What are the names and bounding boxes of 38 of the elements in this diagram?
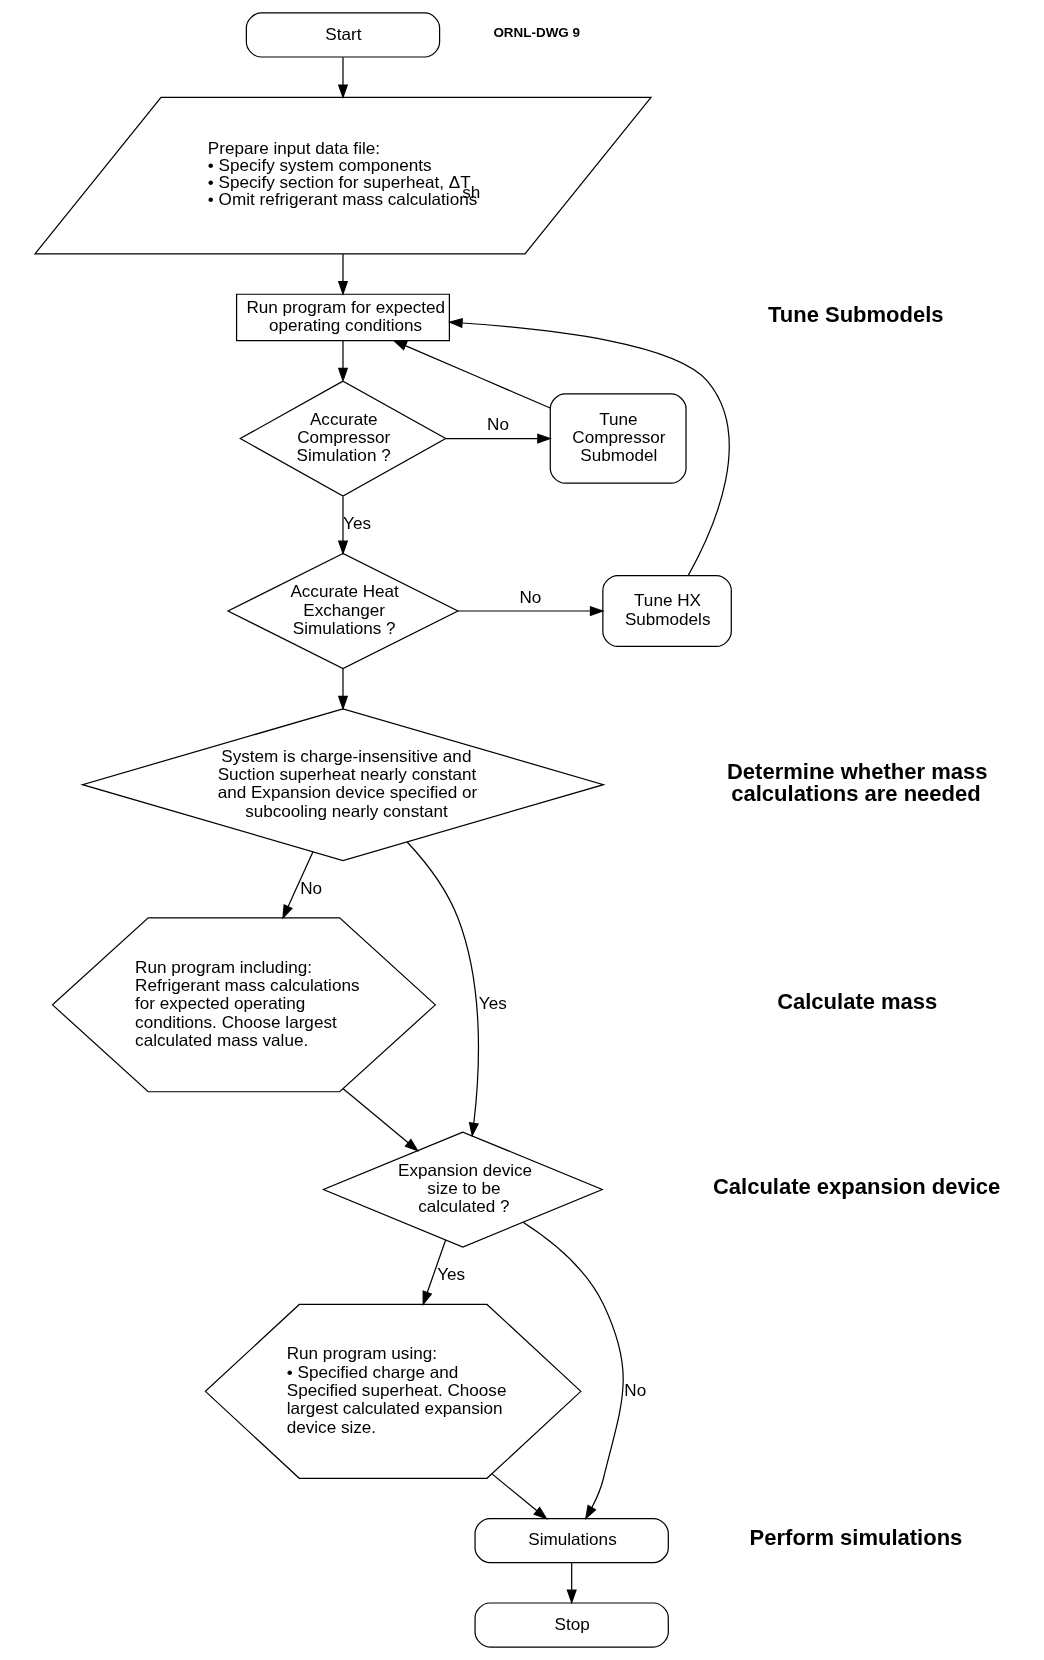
edge-label: No	[486, 415, 509, 435]
arrow	[391, 340, 551, 409]
edge-label: Yes	[436, 1265, 465, 1285]
node-diamond: Accurate Heat Exchanger Simulations ?	[226, 552, 459, 670]
arrow	[422, 1239, 446, 1306]
arrow	[521, 1221, 624, 1520]
arrow	[337, 253, 348, 296]
arrow	[457, 605, 605, 617]
arrow	[281, 851, 314, 920]
edge-label: No	[299, 878, 322, 898]
node-box: Tune Compressor Submodel	[549, 393, 687, 484]
node-box: Simulations	[473, 1518, 669, 1564]
arrow	[491, 1473, 548, 1520]
arrow	[566, 1562, 577, 1605]
node-box: Stop	[473, 1602, 669, 1648]
arrow	[444, 433, 552, 444]
edge-label: No	[623, 1380, 646, 1400]
node-diamond: System is charge-insensitive and Suction superheat nearly constant and Expansion device specified or subcooling nearly constant	[79, 708, 606, 862]
node-box: Start	[245, 12, 440, 58]
arrow	[342, 1088, 419, 1152]
arrow	[337, 495, 348, 556]
label: Perform simulations	[749, 1524, 962, 1550]
arrow	[447, 317, 730, 576]
label: ORNL-DWG 9	[492, 25, 580, 41]
arrow	[406, 841, 479, 1138]
node-box: Tune HX Submodels	[601, 574, 732, 648]
arrow	[337, 340, 348, 383]
label: Calculate mass	[776, 988, 937, 1014]
label: Tune Submodels	[767, 301, 944, 327]
arrow	[337, 56, 348, 100]
edge-label: No	[518, 587, 541, 607]
label: Calculate expansion device	[712, 1173, 1000, 1199]
node-box: Run program for expected operating conditions	[235, 293, 450, 342]
edge-label: Yes	[478, 994, 507, 1014]
node-diamond: Accurate Compressor Simulation ?	[238, 380, 447, 497]
arrow	[337, 668, 348, 711]
label: Determine whether mass calculations are needed	[726, 759, 987, 807]
node-diamond: Expansion device size to be calculated ?	[321, 1131, 604, 1248]
